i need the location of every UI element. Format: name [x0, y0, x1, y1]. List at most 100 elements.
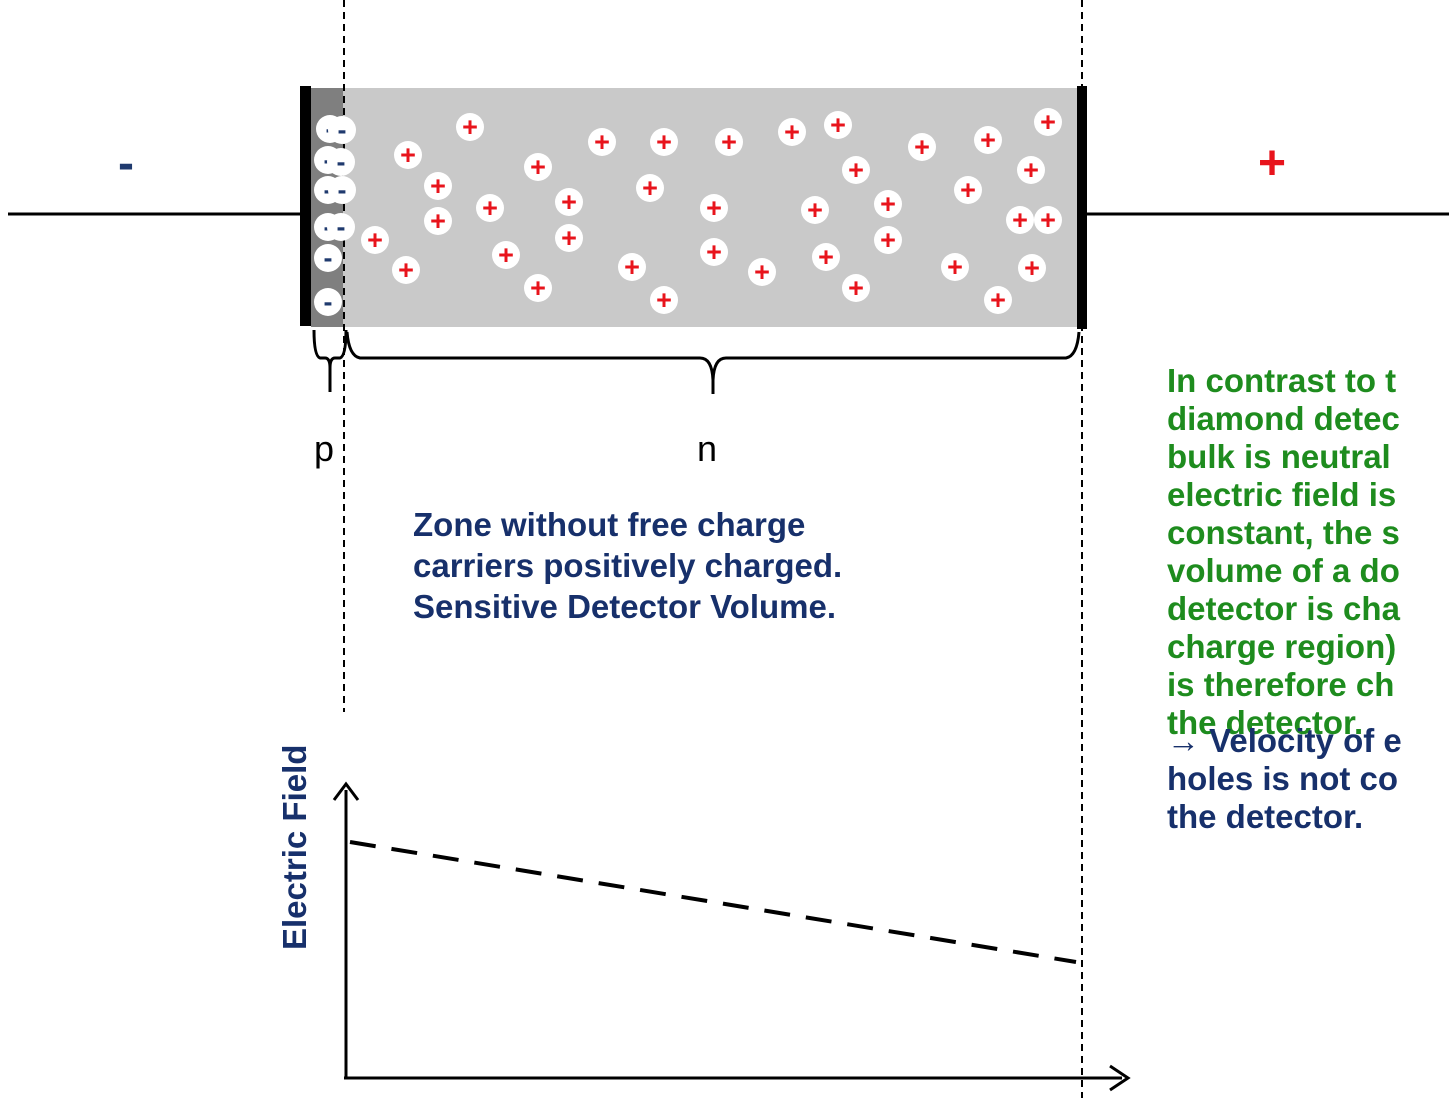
- svg-text:+: +: [914, 132, 930, 162]
- positive-ion-charge: +: [842, 155, 870, 185]
- positive-ion-charge: +: [700, 193, 728, 223]
- svg-text:+: +: [848, 273, 864, 303]
- positive-ion-charge: +: [1034, 205, 1062, 235]
- positive-ion-charge: +: [1018, 253, 1046, 283]
- note-line: constant, the s: [1167, 514, 1400, 551]
- note-line: electric field is: [1167, 476, 1397, 513]
- svg-text:+: +: [848, 155, 864, 185]
- positive-terminal-label: +: [1258, 137, 1287, 190]
- svg-text:+: +: [960, 175, 976, 205]
- comparison-note: In contrast to t diamond detec bulk is n…: [1167, 362, 1449, 742]
- conclusion-line: the detector.: [1167, 798, 1364, 835]
- positive-ion-charge: +: [636, 173, 664, 203]
- svg-text:+: +: [1012, 205, 1028, 235]
- positive-ion-charge: +: [524, 273, 552, 303]
- svg-text:+: +: [561, 187, 577, 217]
- positive-ion-charge: +: [1034, 107, 1062, 137]
- electron-charge: -: [327, 212, 355, 242]
- note-line: bulk is neutral: [1167, 438, 1391, 475]
- svg-text:+: +: [754, 257, 770, 287]
- positive-ion-charge: +: [824, 110, 852, 140]
- electron-charge: -: [328, 115, 356, 145]
- positive-ion-charge: +: [1006, 205, 1034, 235]
- zone-text-line: Sensitive Detector Volume.: [413, 588, 837, 625]
- svg-text:-: -: [324, 243, 333, 273]
- positive-ion-charge: +: [748, 257, 776, 287]
- positive-ion-charge: +: [424, 206, 452, 236]
- positive-ion-charge: +: [842, 273, 870, 303]
- conclusion-line: holes is not co: [1167, 760, 1399, 797]
- svg-text:+: +: [830, 110, 846, 140]
- positive-ion-charge: +: [700, 237, 728, 267]
- electron-charges: ----------: [314, 114, 356, 317]
- svg-text:+: +: [530, 152, 546, 182]
- positive-ion-charge: +: [908, 132, 936, 162]
- svg-text:+: +: [1024, 253, 1040, 283]
- note-line: In contrast to t: [1167, 362, 1397, 399]
- svg-text:-: -: [338, 175, 347, 205]
- positive-ion-charge: +: [954, 175, 982, 205]
- positive-ion-charge: +: [650, 285, 678, 315]
- svg-text:+: +: [706, 193, 722, 223]
- zone-text-line: Zone without free charge: [413, 506, 806, 543]
- svg-text:+: +: [1023, 155, 1039, 185]
- positive-ion-charge: +: [984, 285, 1012, 315]
- svg-text:+: +: [880, 225, 896, 255]
- electron-charge: -: [327, 147, 355, 177]
- svg-text:+: +: [482, 193, 498, 223]
- svg-text:+: +: [430, 171, 446, 201]
- svg-text:-: -: [337, 212, 346, 242]
- svg-text:+: +: [1040, 205, 1056, 235]
- note-line: the detector.: [1167, 704, 1364, 741]
- svg-text:+: +: [498, 240, 514, 270]
- svg-text:+: +: [947, 252, 963, 282]
- positive-ion-charge: +: [476, 193, 504, 223]
- svg-text:+: +: [784, 117, 800, 147]
- conclusion-line: → Velocity of e: [1167, 722, 1402, 759]
- svg-text:+: +: [642, 173, 658, 203]
- positive-ion-charge: +: [974, 125, 1002, 155]
- note-line: detector is cha: [1167, 590, 1400, 627]
- svg-text:+: +: [561, 223, 577, 253]
- positive-ion-charge: +: [618, 252, 646, 282]
- note-line: diamond detec: [1167, 400, 1400, 437]
- positive-ion-charge: +: [1017, 155, 1045, 185]
- depletion-zone-description: Zone without free charge carriers positi…: [413, 504, 1013, 627]
- positive-ion-charge: +: [492, 240, 520, 270]
- svg-text:+: +: [980, 125, 996, 155]
- positive-ion-charge: +: [941, 252, 969, 282]
- p-region-label: p: [314, 428, 335, 469]
- electron-charge: -: [328, 175, 356, 205]
- positive-ion-charge: +: [424, 171, 452, 201]
- svg-text:-: -: [337, 147, 346, 177]
- positive-ion-charge: +: [715, 127, 743, 157]
- svg-text:+: +: [1040, 107, 1056, 137]
- n-region-label: n: [697, 428, 718, 469]
- positive-ion-charge: +: [801, 195, 829, 225]
- svg-text:+: +: [624, 252, 640, 282]
- positive-ion-charge: +: [650, 127, 678, 157]
- svg-text:+: +: [807, 195, 823, 225]
- svg-text:+: +: [818, 242, 834, 272]
- svg-text:-: -: [338, 115, 347, 145]
- electron-charge: -: [314, 287, 342, 317]
- positive-ion-charge: +: [555, 187, 583, 217]
- svg-text:+: +: [880, 189, 896, 219]
- positive-ion-charge: +: [874, 225, 902, 255]
- zone-text-line: carriers positively charged.: [413, 547, 843, 584]
- electric-field-profile: [349, 840, 1077, 964]
- positive-ion-charge: +: [361, 225, 389, 255]
- positive-ion-charge: +: [588, 127, 616, 157]
- positive-ion-charges: +++++++++++++++++++++++++++++++++++++++: [361, 107, 1062, 315]
- svg-text:+: +: [721, 127, 737, 157]
- positive-ion-charge: +: [524, 152, 552, 182]
- note-line: volume of a do: [1167, 552, 1400, 589]
- svg-text:+: +: [656, 285, 672, 315]
- positive-ion-charge: +: [555, 223, 583, 253]
- svg-text:+: +: [656, 127, 672, 157]
- velocity-conclusion: → Velocity of e holes is not co the dete…: [1167, 722, 1449, 836]
- p-brace: [312, 329, 348, 392]
- y-axis-arrowhead: [332, 781, 360, 801]
- svg-text:+: +: [430, 206, 446, 236]
